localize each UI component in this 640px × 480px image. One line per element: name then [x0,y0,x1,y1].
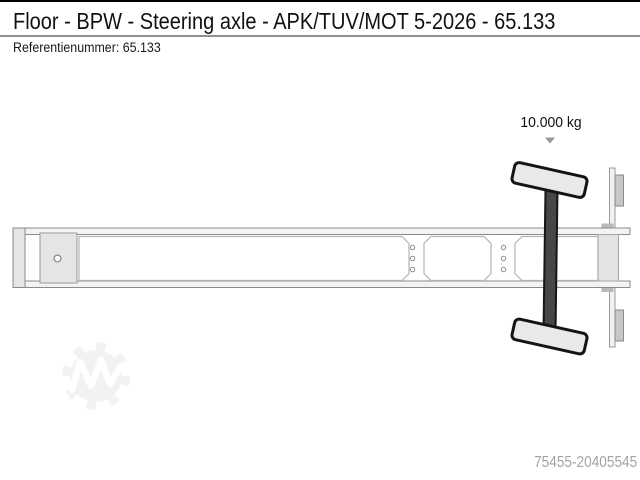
bolt-holes-strip-1 [409,244,416,273]
page-title: Floor - BPW - Steering axle - APK/TUV/MO… [13,8,556,34]
web-panel-middle [423,235,492,282]
rear-top-tab [601,223,614,229]
gear-m-glyph [68,356,125,394]
wheel-top [510,161,589,199]
rear-bottom-tab [601,287,614,292]
gear-m-watermark-icon [62,342,130,410]
gear-teeth [62,342,130,410]
title-separator-line [0,35,640,37]
beam-top-rail [12,227,631,235]
rear-cross-block [597,234,619,282]
bolt-holes-strip-2 [500,244,507,273]
rear-top-bracket [614,174,624,207]
wheel-bottom [510,317,589,356]
listing-id: 75455-20405545 [533,454,637,471]
reference-number: Referentienummer: 65.133 [13,40,161,55]
rear-bottom-bracket [614,309,624,342]
axle-load-label: 10.000 kg [520,114,582,131]
top-border-bar [0,0,640,2]
beam-left-end-cap [12,227,26,288]
beam-bottom-rail [12,280,631,288]
web-panel-left [78,235,410,282]
steering-axle-beam [542,186,559,336]
load-arrow-down-icon [545,137,555,144]
kingpin-hole [53,254,62,263]
